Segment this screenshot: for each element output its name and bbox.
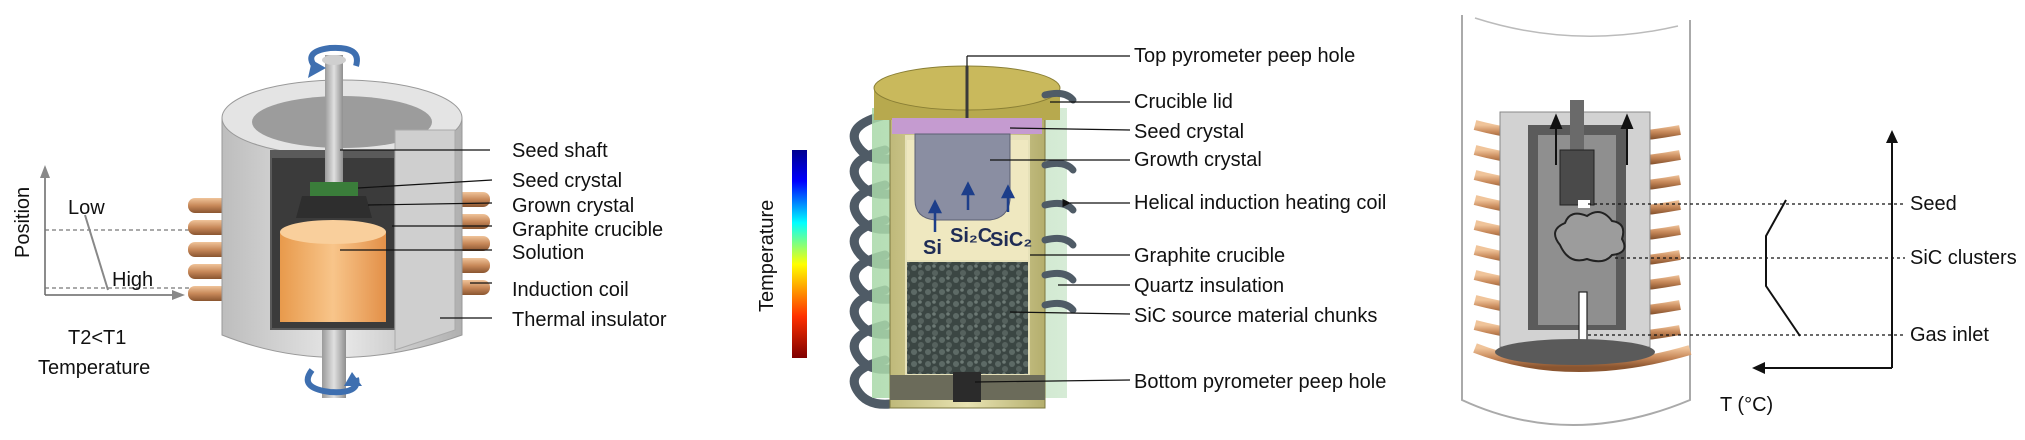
- callout-solution: Solution: [512, 242, 585, 264]
- callout-crucible-lid: Crucible lid: [1134, 91, 1233, 113]
- t-axis-label: T (°C): [1720, 394, 1774, 416]
- callout-top-pyrometer: Top pyrometer peep hole: [1134, 45, 1356, 67]
- growth-crystal-shape: [914, 133, 1011, 221]
- callout-seed-crystal-mid: Seed crystal: [1134, 121, 1245, 143]
- temperature-axis-label: Temperature: [38, 357, 151, 379]
- callout-quartz-insulation: Quartz insulation: [1134, 275, 1285, 297]
- induction-coil-left-ends: [188, 198, 228, 301]
- right-panel-graphic: [1461, 15, 1905, 426]
- callout-sic-source: SiC source material chunks: [1134, 305, 1378, 327]
- seed-crystal-shape: [310, 182, 358, 196]
- left-panel-graphic: [40, 44, 493, 398]
- callout-bottom-pyrometer: Bottom pyrometer peep hole: [1134, 371, 1387, 393]
- callout-helical-coil: Helical induction heating coil: [1134, 192, 1387, 214]
- callout-grown-crystal: Grown crystal: [512, 195, 635, 217]
- seed-crystal-layer: [892, 118, 1042, 134]
- species-si2c: Si₂C: [950, 225, 993, 247]
- callout-seed: Seed: [1910, 193, 1957, 215]
- callout-graphite-crucible-mid: Graphite crucible: [1134, 245, 1286, 267]
- temperature-profile-line: [1765, 199, 1801, 337]
- temp-relation-label: T2<T1: [68, 327, 127, 349]
- colorbar-label: Temperature: [756, 199, 778, 312]
- middle-panel-graphic: [792, 55, 1131, 409]
- position-axis-label: Position: [12, 186, 34, 258]
- callout-induction-coil: Induction coil: [512, 279, 629, 301]
- solution-volume: [280, 232, 386, 322]
- callout-growth-crystal: Growth crystal: [1134, 149, 1262, 171]
- sic-cluster-cloud: [1554, 211, 1626, 263]
- high-label: High: [112, 269, 154, 291]
- callout-thermal-insulator: Thermal insulator: [512, 309, 667, 331]
- sic-source-chunks: [907, 262, 1028, 374]
- callout-seed-crystal: Seed crystal: [512, 170, 623, 192]
- low-label: Low: [68, 197, 105, 219]
- callout-gas-inlet: Gas inlet: [1910, 324, 1989, 346]
- species-si: Si: [923, 237, 942, 259]
- callout-graphite-crucible: Graphite crucible: [512, 219, 664, 241]
- callout-sic-clusters: SiC clusters: [1910, 247, 2017, 269]
- gradient-line: [84, 214, 109, 291]
- species-sic2: SiC₂: [990, 229, 1033, 251]
- callout-seed-shaft: Seed shaft: [512, 140, 608, 162]
- temperature-colorbar: [792, 150, 807, 358]
- grown-crystal-shape: [296, 196, 372, 218]
- seed-shaft: [325, 55, 343, 205]
